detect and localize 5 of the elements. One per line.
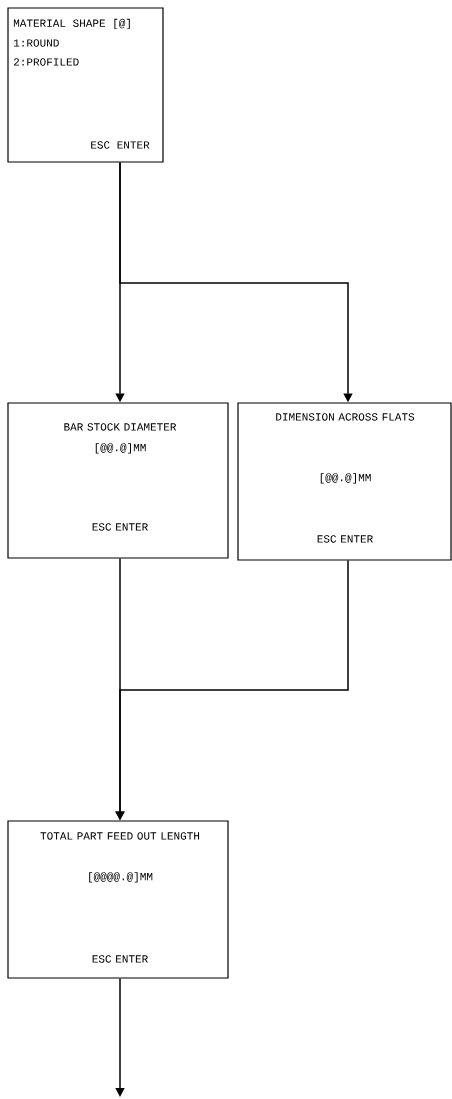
screen-box: MATERIAL SHAPE [@] 1:ROUND 2:PROFILED ESC ENTER	[7, 7, 164, 163]
screen-box: DIMENSION ACROSS FLATS [@@.@]MM ESC ENTER	[237, 402, 452, 561]
arrow	[115, 977, 125, 1097]
screen-box: BAR STOCK DIAMETER [@@.@]MM ESC ENTER	[7, 402, 229, 559]
screen-box: TOTAL PART FEED OUT LENGTH [@@@@.@]MM ESC ENTER	[7, 820, 229, 979]
